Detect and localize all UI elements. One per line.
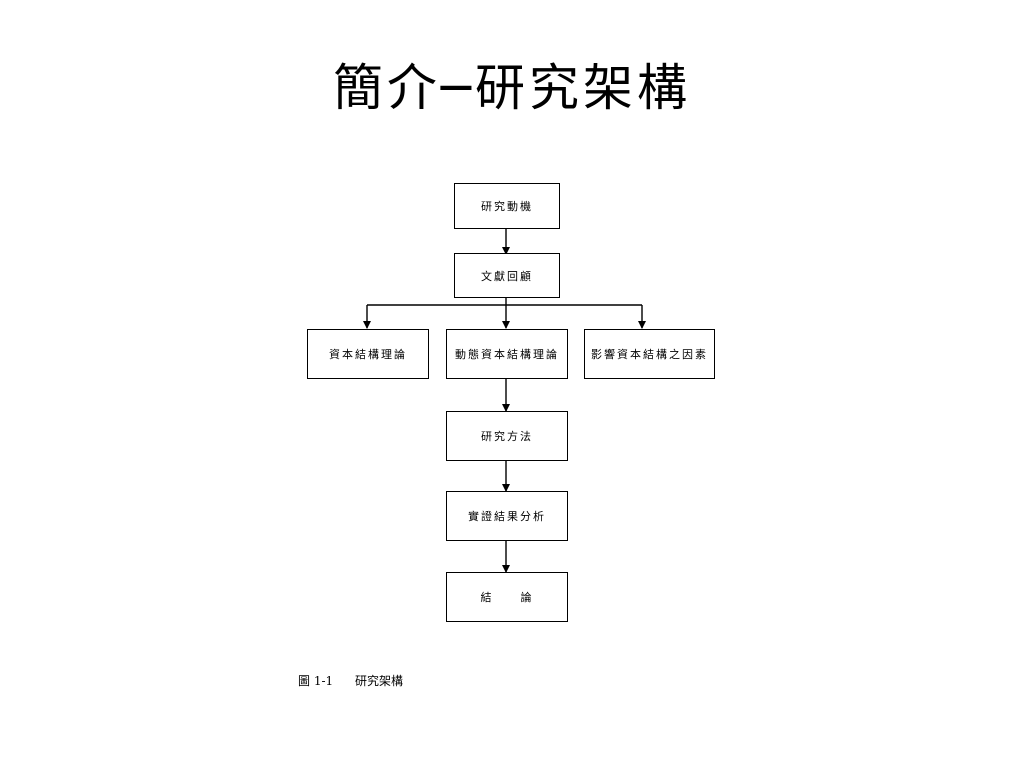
- box-capital-structure-theory: 資本結構理論: [307, 329, 429, 379]
- conclusion-char-2: 論: [520, 591, 534, 604]
- box-conclusion: 結 論: [446, 572, 568, 622]
- figure-number: 圖 1-1: [298, 674, 334, 688]
- box-dynamic-capital-structure-theory: 動態資本結構理論: [446, 329, 568, 379]
- box-influencing-factors: 影響資本結構之因素: [584, 329, 715, 379]
- slide-title: 簡介─研究架構: [332, 59, 692, 117]
- box-research-motivation: 研究動機: [454, 183, 560, 229]
- figure-caption-text: 研究架構: [354, 674, 403, 688]
- box-empirical-analysis: 實證結果分析: [446, 491, 568, 541]
- box-literature-review: 文獻回顧: [454, 253, 560, 298]
- figure-caption: 圖 1-1 研究架構: [298, 672, 403, 689]
- box-research-method: 研究方法: [446, 411, 568, 461]
- conclusion-char-1: 結: [480, 591, 494, 604]
